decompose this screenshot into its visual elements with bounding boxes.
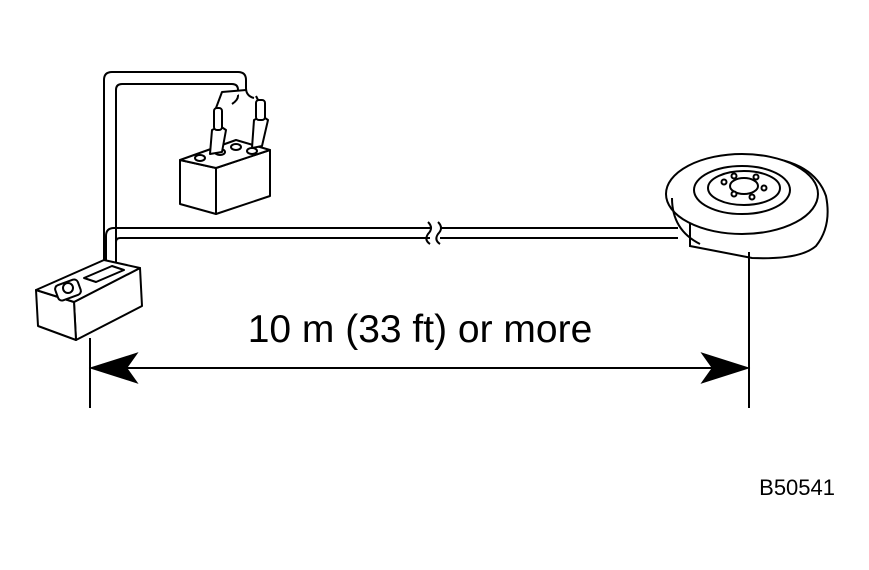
distance-label: 10 m (33 ft) or more: [247, 308, 593, 351]
tire-icon: [665, 153, 829, 260]
airbag-deployment-tool-icon: [35, 259, 143, 341]
figure-code: B50541: [759, 475, 835, 500]
wire-harness: [103, 71, 678, 262]
battery-icon: [179, 89, 271, 215]
dimension-arrow: [88, 252, 751, 408]
